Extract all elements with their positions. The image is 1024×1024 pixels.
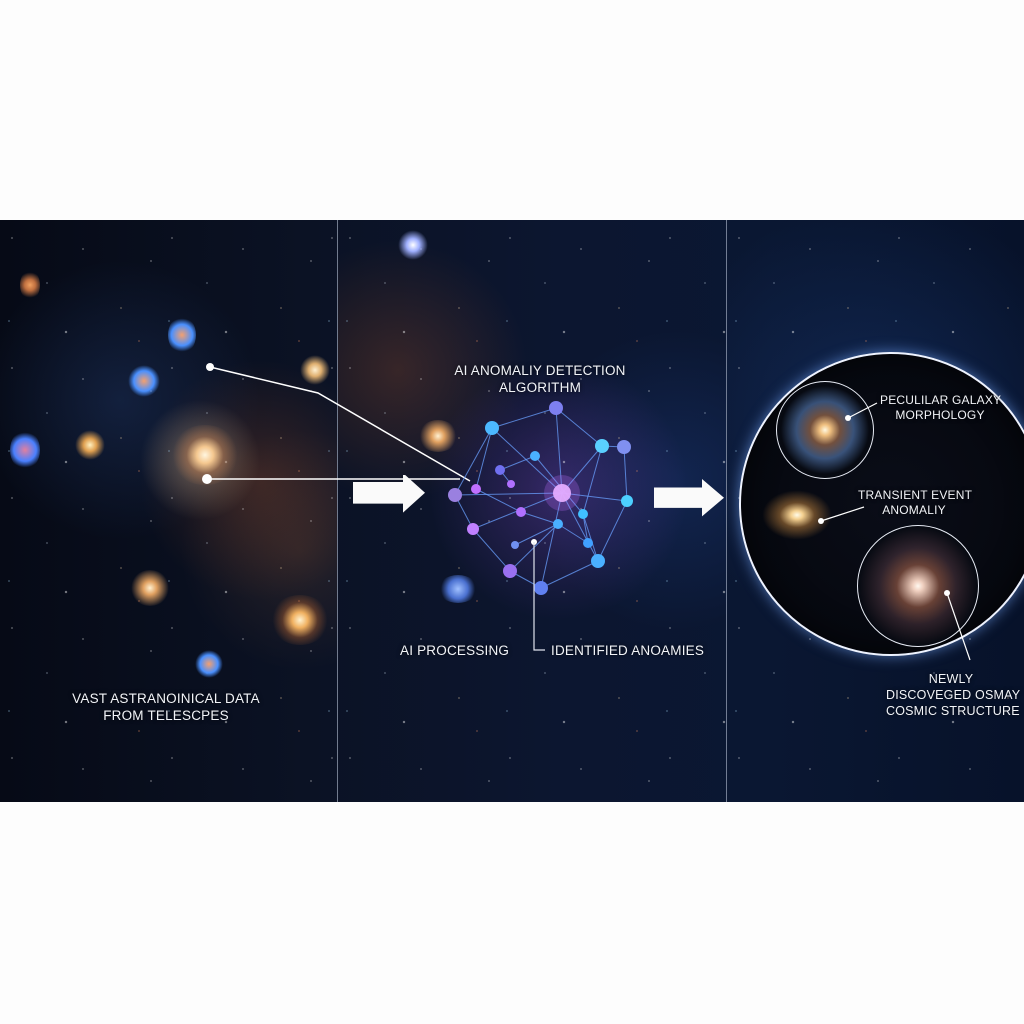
panel-divider: [337, 220, 338, 802]
blue-galaxy: [128, 365, 160, 397]
label-line: VAST ASTRANOINICAL DATA: [72, 691, 260, 706]
starfield: [0, 220, 337, 802]
label-line: COSMIC STRUCTURE: [886, 704, 1020, 718]
panel-ai-processing: [338, 220, 726, 802]
blue-galaxy: [438, 575, 478, 603]
label-line: NEWLY: [928, 672, 974, 686]
blue-galaxy: [168, 316, 196, 354]
panel-divider: [726, 220, 727, 802]
blue-galaxy: [195, 650, 223, 678]
label-line: ALGORITHM: [498, 380, 582, 395]
elliptical-galaxy: [75, 430, 105, 460]
label-line: ANOMALIY: [882, 503, 946, 517]
diagram-band: [0, 220, 1024, 802]
label-line: MORPHOLOGY: [895, 408, 985, 422]
spiral-galaxy: [130, 570, 170, 606]
label-line: FROM TELESCPES: [103, 708, 229, 723]
transient-flare: [762, 490, 832, 540]
cosmic-structure-thumbnail: [857, 525, 979, 647]
ai-processing-label: AI PROCESSING: [400, 643, 510, 658]
right-arrow-icon: [654, 479, 724, 517]
galaxy: [398, 230, 428, 260]
galaxy: [20, 270, 40, 300]
label-line: AI ANOMALIY DETECTION: [454, 363, 626, 378]
label-line: DISCOVEGED OSMAY: [886, 688, 1021, 702]
transient-event-label: TRANSIENT EVENT ANOMALIY: [858, 488, 973, 518]
spiral-galaxy: [418, 420, 458, 452]
blue-galaxy: [10, 430, 40, 470]
label-line: PECULILAR GALAXY: [880, 393, 1002, 407]
galaxy-thumbnail: [776, 381, 874, 479]
identified-anomalies-label: IDENTIFIED ANOAMIES: [551, 643, 705, 658]
telescope-data-label: VAST ASTRANOINICAL DATA FROM TELESCPES: [66, 690, 266, 724]
cosmic-structure-label: NEWLY DISCOVEGED OSMAY COSMIC STRUCTURE: [886, 671, 1021, 719]
spiral-galaxy: [270, 595, 330, 645]
ai-algorithm-title: AI ANOMALIY DETECTION ALGORITHM: [440, 362, 640, 396]
panel-telescope-data: [0, 220, 337, 802]
right-arrow-icon: [353, 475, 425, 513]
label-line: TRANSIENT EVENT: [858, 488, 973, 502]
starfield: [338, 220, 726, 802]
peculiar-galaxy-label: PECULILAR GALAXY MORPHOLOGY: [880, 393, 1002, 423]
galaxy: [300, 355, 330, 385]
